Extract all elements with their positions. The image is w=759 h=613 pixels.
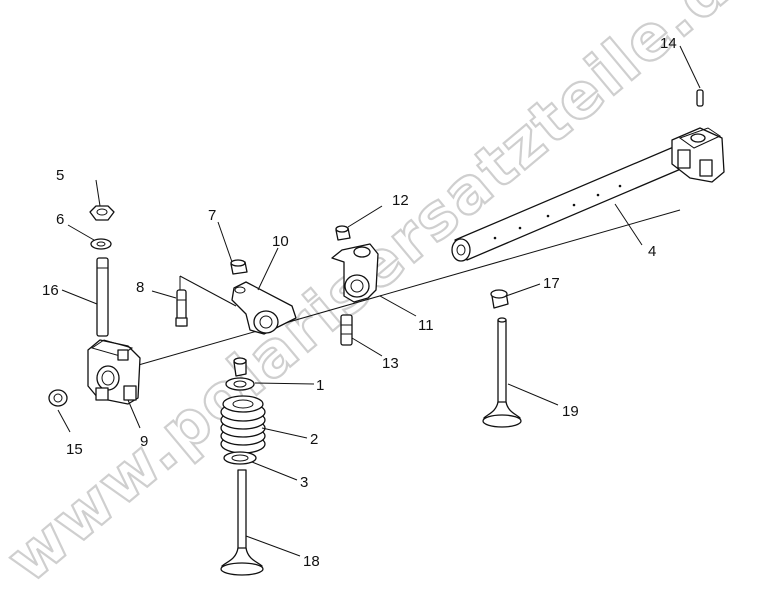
- cap-17: [490, 289, 509, 309]
- valve-18: [220, 469, 264, 576]
- cap-12: [335, 225, 351, 241]
- pin: [696, 89, 704, 107]
- callout-3: 3: [300, 474, 308, 491]
- valve-spring: [220, 395, 266, 454]
- leader-lines: [57, 45, 701, 557]
- watermark-text: www.polarisersatzteile.de: [0, 0, 759, 598]
- callout-15: 15: [66, 441, 83, 458]
- callout-2: 2: [310, 431, 318, 448]
- callout-19: 19: [562, 403, 579, 420]
- callout-12: 12: [392, 192, 409, 209]
- callout-8: 8: [136, 279, 144, 296]
- bracket-line: [179, 275, 237, 307]
- nut-5: [89, 205, 115, 221]
- callout-14: 14: [660, 35, 677, 52]
- callout-4: 4: [648, 243, 656, 260]
- callout-16: 16: [42, 282, 59, 299]
- watermark: www.polarisersatzteile.de: [0, 0, 759, 598]
- callout-7: 7: [208, 207, 216, 224]
- shaft-support-right: [671, 127, 725, 183]
- stud: [96, 257, 109, 337]
- adjusting-screw: [175, 289, 188, 327]
- washer-6: [90, 238, 112, 250]
- rocker-arm-11: [331, 243, 379, 303]
- cap-7: [230, 259, 248, 275]
- callout-labels: 1 2 3 4 5 6 7 8 9 10 11 12 13 14 15 16 1…: [42, 35, 677, 570]
- spring-seat: [223, 451, 257, 465]
- assembly-axis-line: [127, 209, 681, 369]
- callout-6: 6: [56, 211, 64, 228]
- callout-11: 11: [418, 317, 434, 334]
- plug: [48, 389, 68, 407]
- callout-9: 9: [140, 433, 148, 450]
- callout-18: 18: [303, 553, 320, 570]
- callout-17: 17: [543, 275, 560, 292]
- adjusting-screw-13: [340, 314, 353, 346]
- callout-5: 5: [56, 167, 64, 184]
- valve-19: [482, 317, 522, 428]
- rocker-arm-10: [231, 281, 297, 335]
- valve-retainer: [225, 357, 255, 391]
- callout-10: 10: [272, 233, 289, 250]
- callout-1: 1: [316, 377, 324, 394]
- shaft-support-left: [87, 339, 141, 405]
- callout-13: 13: [382, 355, 399, 372]
